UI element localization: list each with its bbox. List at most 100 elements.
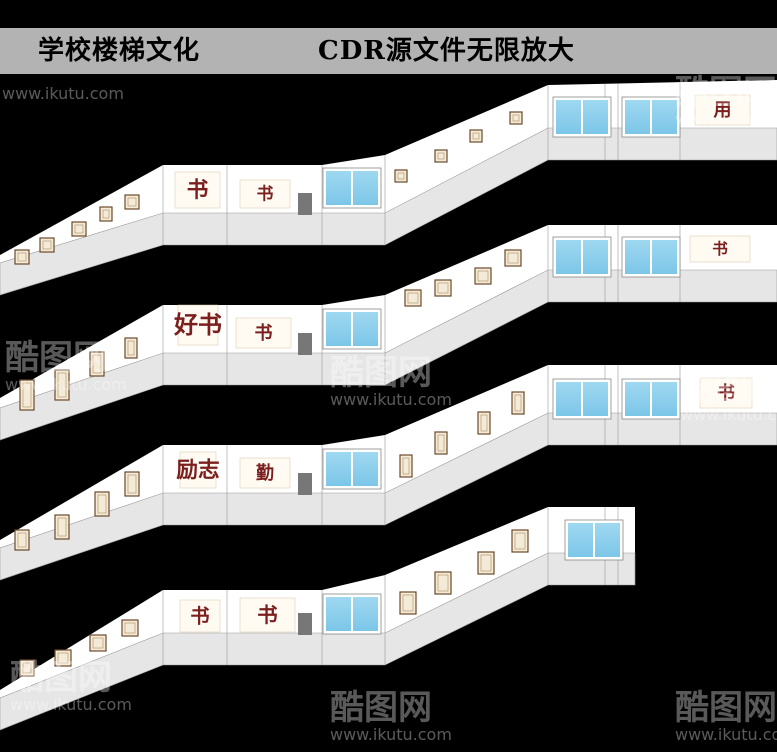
window-pane-left [556, 100, 581, 134]
picture-frame [474, 267, 492, 285]
picture-frame [394, 169, 408, 183]
picture-mat [102, 209, 110, 219]
panel-bg [699, 377, 753, 409]
picture-frame [14, 529, 30, 551]
window-11 [564, 519, 624, 561]
door-sign-1 [298, 193, 312, 215]
picture-frame [89, 634, 107, 652]
picture-mat [42, 240, 52, 250]
window-1 [322, 167, 382, 209]
picture-mat [92, 354, 102, 374]
window-pane-right [353, 312, 378, 346]
picture-mat [480, 554, 492, 572]
picture-mat [397, 172, 405, 180]
window-5 [552, 236, 612, 278]
picture-28 [89, 634, 107, 652]
panel-circles: 书 [179, 599, 221, 633]
header-banner: 学校楼梯文化 CDR源文件无限放大 [0, 28, 777, 74]
window-pane-right [353, 597, 378, 631]
window-2 [552, 96, 612, 138]
picture-frame [124, 471, 140, 497]
window-pane-right [652, 100, 677, 134]
picture-mat [512, 114, 520, 122]
picture-17 [504, 249, 522, 267]
picture-1 [14, 249, 30, 265]
picture-frame [434, 279, 452, 297]
picture-mat [124, 622, 136, 634]
panel-brand: 用 [694, 94, 751, 126]
picture-18 [14, 529, 30, 551]
picture-frame [511, 529, 529, 553]
panel-good-books: 好书 [173, 304, 222, 346]
picture-mat [402, 594, 414, 612]
picture-27 [54, 649, 72, 667]
title-right: CDR源文件无限放大 [318, 36, 575, 66]
picture-mat [127, 340, 135, 356]
panel-inspire: 励志 [176, 451, 220, 489]
picture-frame [404, 289, 422, 307]
panel-bg [239, 457, 291, 489]
picture-16 [474, 267, 492, 285]
picture-mat [480, 414, 488, 432]
window-pane-right [595, 523, 620, 557]
panel-char: 书 [190, 604, 209, 627]
picture-32 [477, 551, 495, 575]
picture-frame [124, 194, 140, 210]
panel-char: 用 [714, 100, 732, 121]
picture-mat [472, 132, 480, 140]
panel-book-2: 书 [239, 179, 291, 209]
picture-mat [57, 652, 69, 664]
picture-33 [511, 529, 529, 553]
window-pane-left [625, 382, 650, 416]
panel-char: 勤 [256, 462, 274, 484]
panel-bg [694, 94, 751, 126]
window-pane-left [556, 382, 581, 416]
door-sign-2 [298, 333, 312, 355]
window-8 [552, 378, 612, 420]
picture-mat [477, 270, 489, 282]
picture-8 [469, 129, 483, 143]
picture-22 [399, 454, 413, 478]
title-left: 学校楼梯文化 [38, 36, 201, 66]
picture-mat [92, 637, 104, 649]
window-3 [621, 96, 681, 138]
picture-mat [514, 394, 522, 412]
picture-frame [94, 491, 110, 517]
window-pane-left [625, 240, 650, 274]
picture-frame [504, 249, 522, 267]
picture-frame [434, 149, 448, 163]
picture-12 [89, 351, 105, 377]
window-pane-left [568, 523, 593, 557]
picture-frame [19, 659, 35, 677]
picture-frame [477, 551, 495, 575]
panel-book-4: 书 [235, 317, 292, 349]
panel-bg [239, 597, 296, 633]
panel-char: 励志 [176, 458, 219, 483]
picture-frame [14, 249, 30, 265]
picture-frame [434, 571, 452, 595]
panel-char: 书 [187, 178, 209, 203]
picture-frame [99, 206, 113, 222]
picture-frame [469, 129, 483, 143]
picture-mat [437, 282, 449, 294]
window-10 [322, 593, 382, 635]
picture-26 [19, 659, 35, 677]
picture-frame [19, 379, 35, 411]
picture-mat [22, 662, 32, 674]
window-4 [322, 308, 382, 350]
wall-surface [0, 507, 635, 730]
picture-3 [71, 221, 87, 237]
panel-bg [239, 179, 291, 209]
panel-bg [179, 451, 217, 489]
picture-frame [54, 369, 70, 401]
picture-mat [127, 474, 137, 494]
panel-teacher: 书 [239, 597, 296, 633]
window-7 [322, 448, 382, 490]
picture-frame [509, 111, 523, 125]
panel-bg [179, 599, 221, 633]
picture-mat [74, 224, 84, 234]
picture-13 [124, 337, 138, 359]
picture-mat [97, 494, 107, 514]
picture-10 [19, 379, 35, 411]
